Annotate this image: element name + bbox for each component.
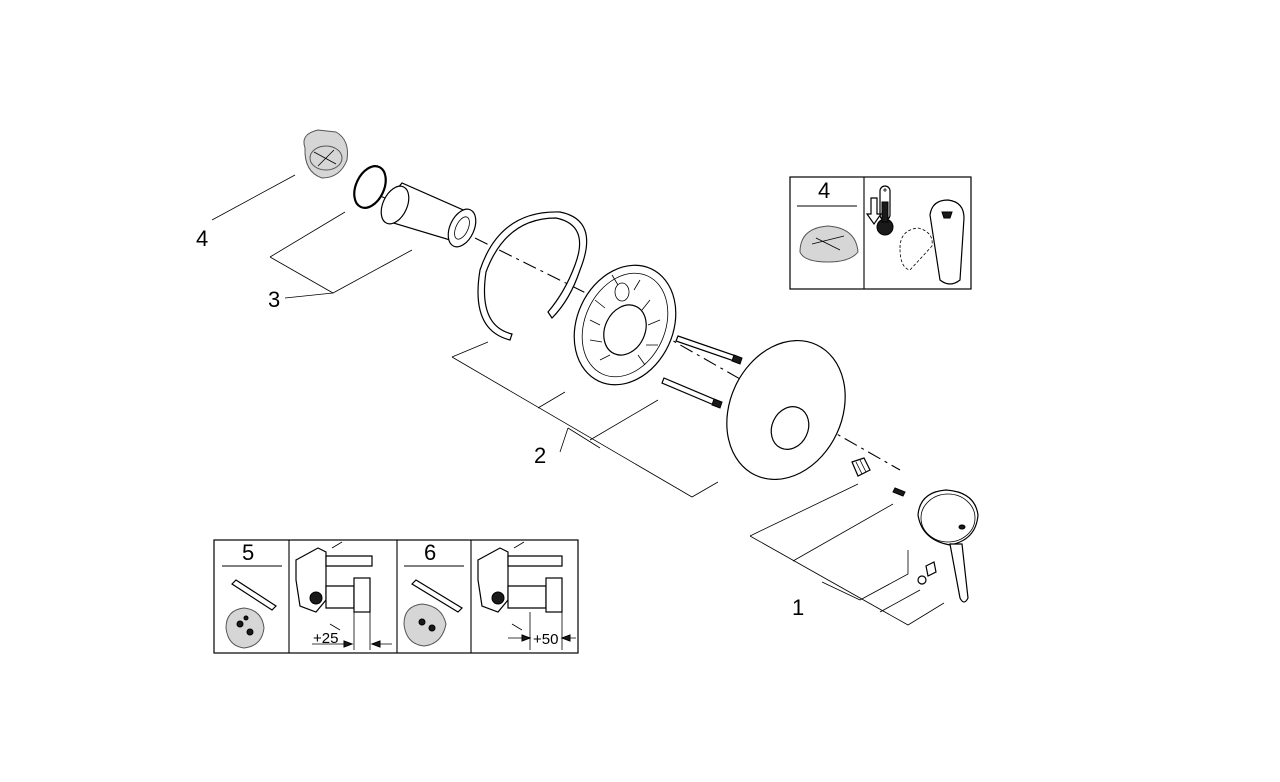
retaining-ring xyxy=(477,211,588,341)
valve-section-6 xyxy=(477,541,576,650)
callout-part-4: 4 xyxy=(196,226,208,251)
valve-section-5 xyxy=(295,541,392,650)
adapter-nut xyxy=(851,457,871,477)
leader-part-4 xyxy=(211,174,296,221)
inset-6-dimension: +50 xyxy=(533,631,558,648)
mounting-screws xyxy=(661,335,743,409)
cartridge-extension-icon xyxy=(225,607,265,649)
inset-5-number: 5 xyxy=(242,540,254,565)
cap-icon xyxy=(799,225,859,263)
lever-handle xyxy=(917,489,979,603)
leader-part-1 xyxy=(749,483,945,626)
leader-part-2 xyxy=(451,341,719,498)
extension-rod-icon xyxy=(231,579,277,611)
inset-6-number: 6 xyxy=(424,540,436,565)
leader-part-3 xyxy=(269,211,413,299)
mounting-plate xyxy=(573,264,677,386)
arrow-down-icon xyxy=(865,197,883,226)
inset-5-6: 5 +25 6 xyxy=(213,539,579,654)
handle-rotation-icon xyxy=(899,199,965,285)
callout-part-3: 3 xyxy=(268,287,280,312)
o-ring xyxy=(353,165,387,209)
inset-4-number: 4 xyxy=(818,178,830,203)
callout-part-1: 1 xyxy=(792,595,804,620)
small-screw xyxy=(892,487,906,497)
extension-rod-icon-long xyxy=(411,579,463,613)
cover-plate xyxy=(726,339,846,481)
thermometer-icon xyxy=(876,185,894,236)
cartridge-extension-icon-long xyxy=(403,603,447,647)
sleeve-part-3 xyxy=(380,182,477,248)
inset-5-dimension: +25 xyxy=(313,630,338,647)
cap-part-4 xyxy=(303,129,348,179)
inset-4: 4 xyxy=(789,176,972,290)
callout-part-2: 2 xyxy=(534,443,546,468)
